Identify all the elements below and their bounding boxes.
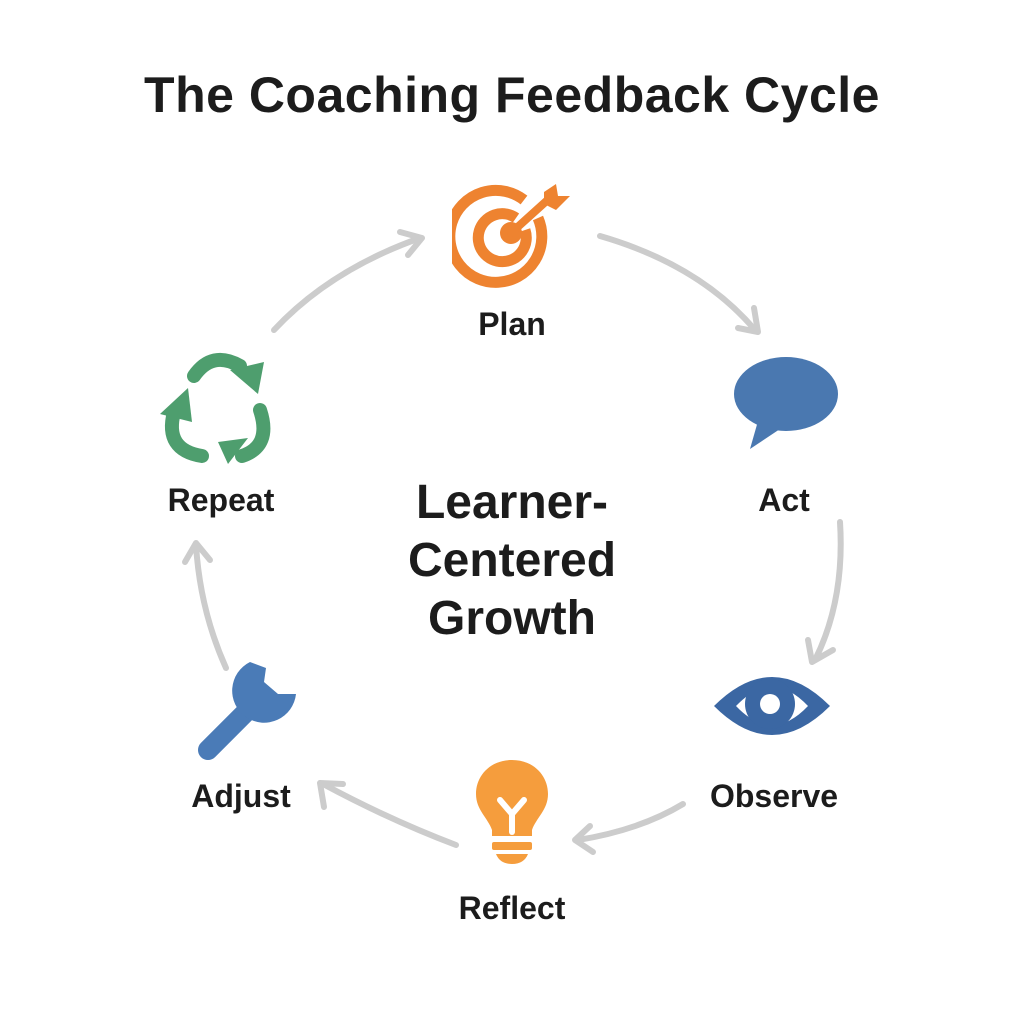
step-label-repeat: Repeat xyxy=(167,482,275,518)
arrow-reflect-to-adjust xyxy=(317,780,459,848)
diagram-title: The Coaching Feedback Cycle xyxy=(144,67,880,123)
center-concept: Learner- Centered Growth xyxy=(362,474,662,648)
step-label-reflect: Reflect xyxy=(458,890,566,926)
wrench-icon xyxy=(192,654,304,769)
step-label-plan: Plan xyxy=(478,306,546,342)
arrow-adjust-to-repeat xyxy=(182,540,229,671)
arrow-repeat-to-plan xyxy=(271,229,425,333)
recycle-icon xyxy=(156,340,280,477)
lightbulb-icon xyxy=(472,756,552,873)
center-line-2: Centered xyxy=(407,534,617,587)
step-label-adjust: Adjust xyxy=(191,778,291,814)
arrow-act-to-observe xyxy=(805,519,844,665)
arrow-observe-to-reflect xyxy=(572,801,686,855)
center-line-3: Growth xyxy=(428,592,596,645)
step-label-observe: Observe xyxy=(709,778,839,814)
center-line-1: Learner- xyxy=(415,476,609,529)
step-label-act: Act xyxy=(758,482,810,518)
arrow-plan-to-act xyxy=(597,233,761,335)
target-icon xyxy=(444,180,576,293)
eye-icon xyxy=(710,664,834,753)
speech-bubble-icon xyxy=(730,355,842,460)
